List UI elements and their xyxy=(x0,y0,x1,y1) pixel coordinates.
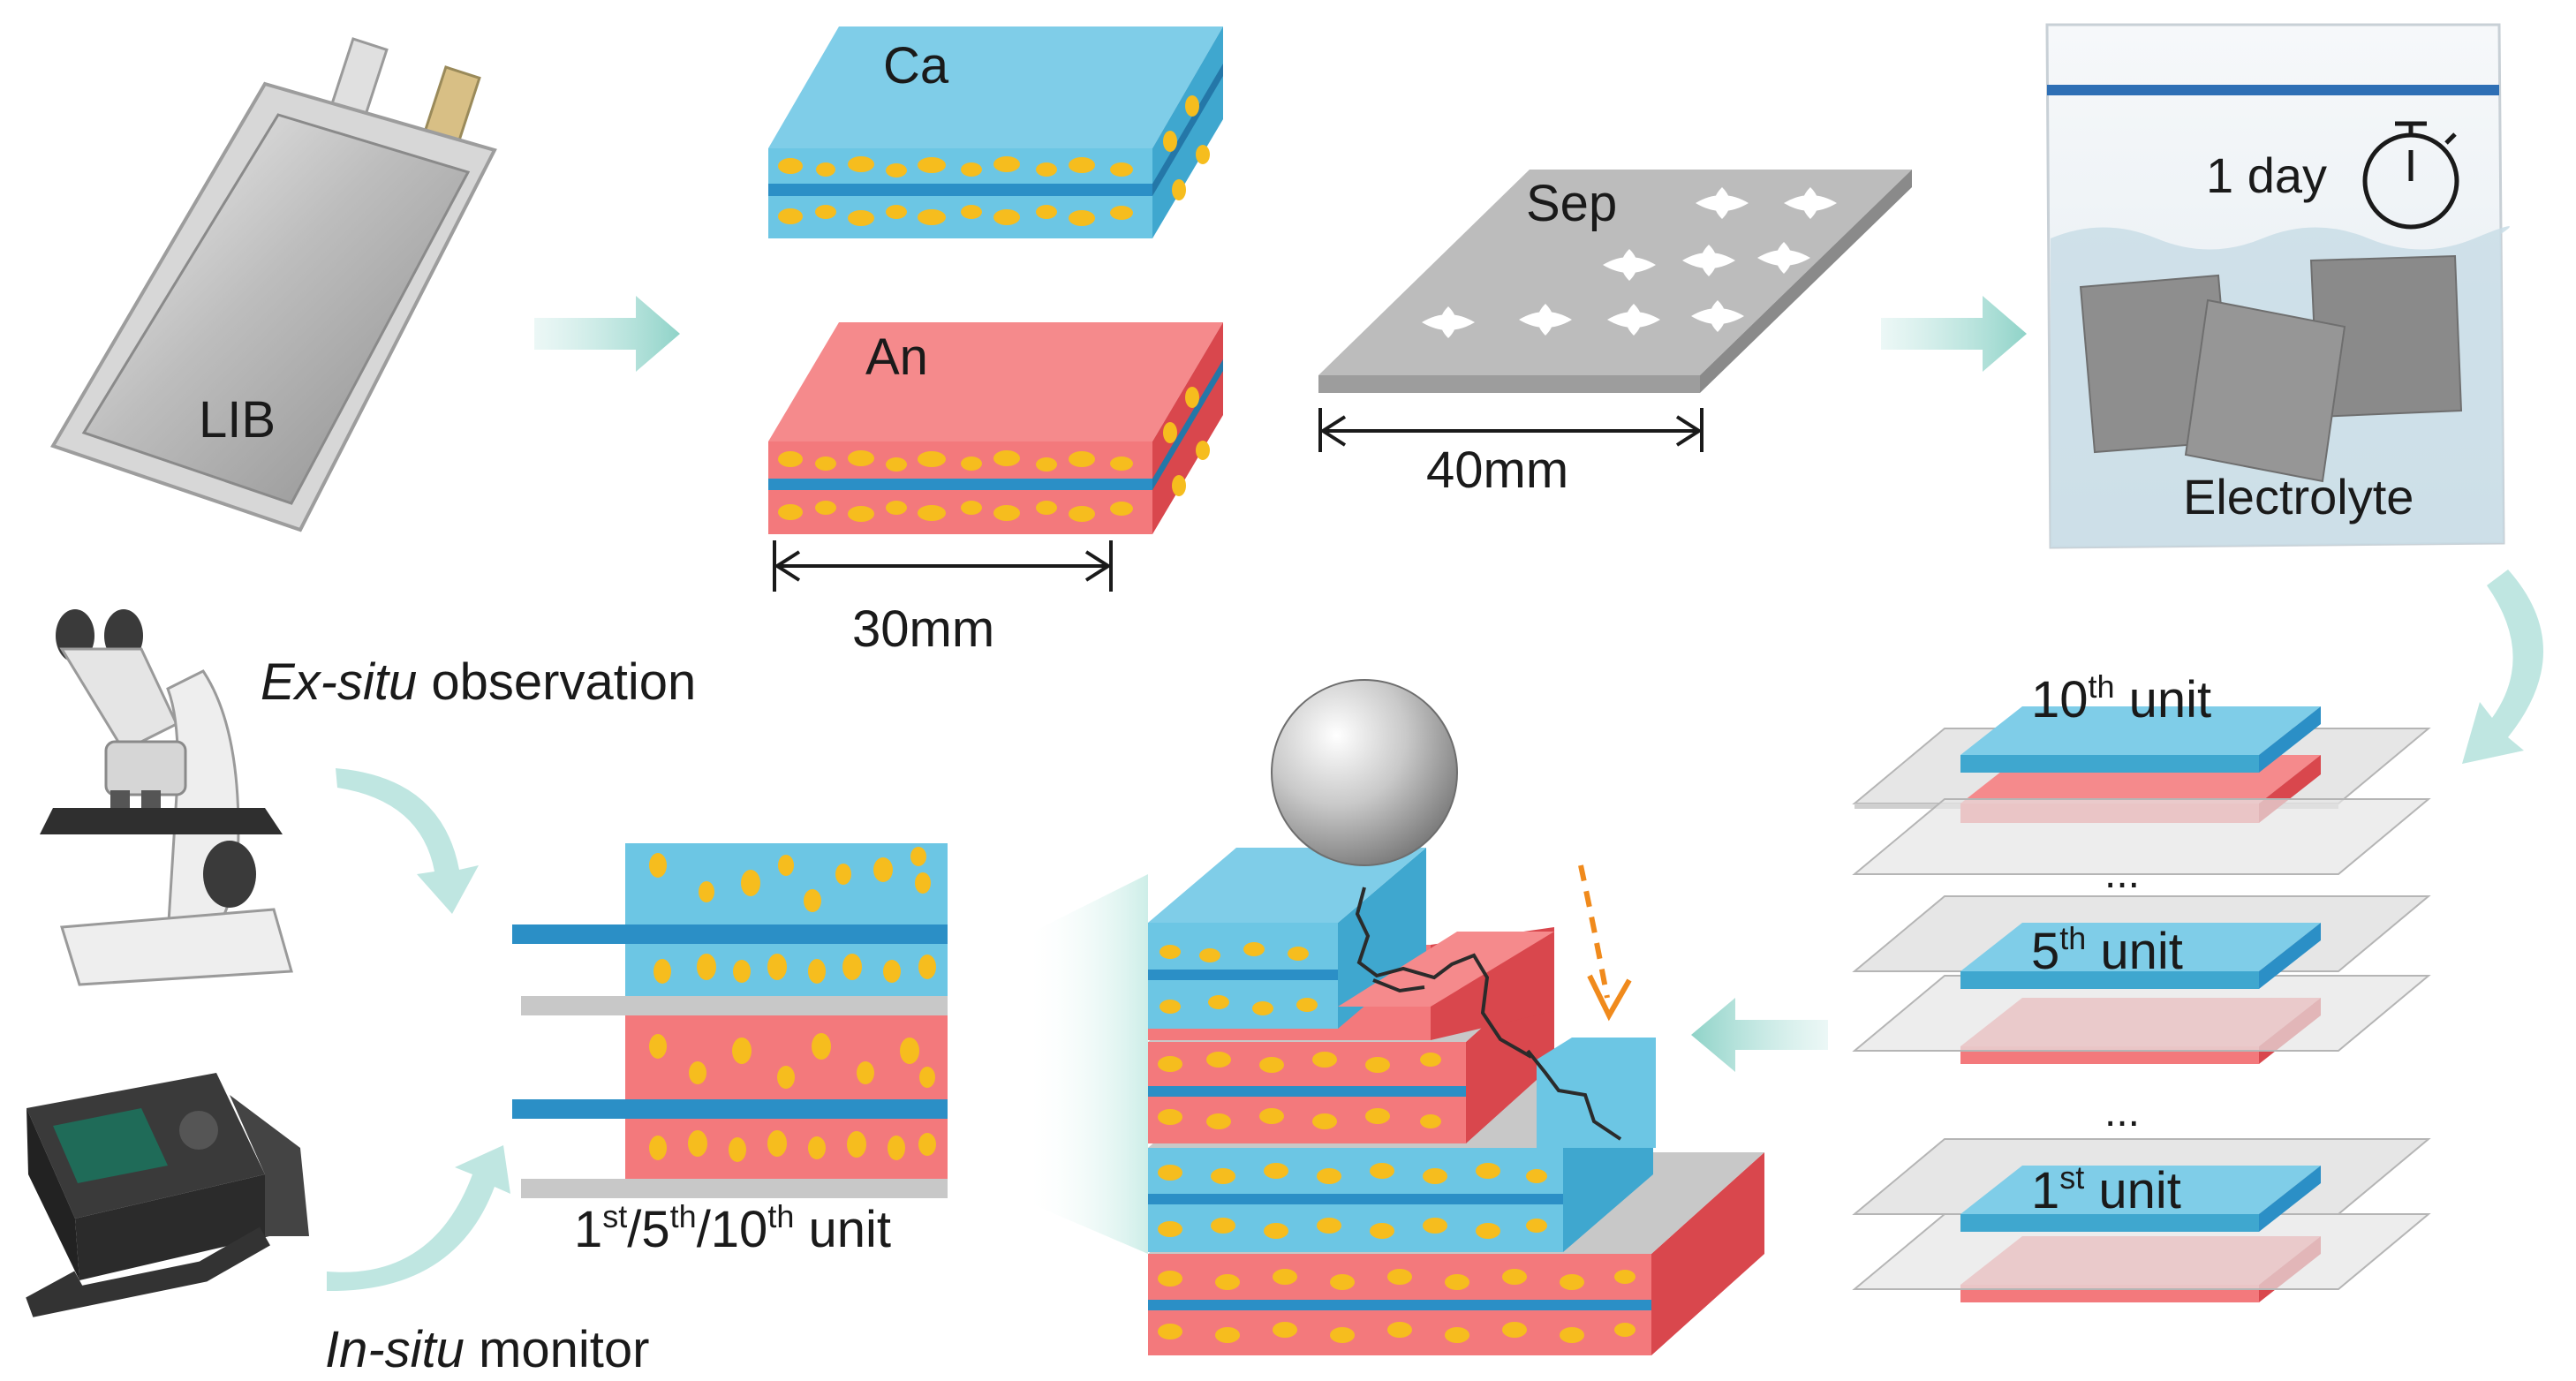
unit-stack-1 xyxy=(1852,1138,2431,1302)
cross-section xyxy=(512,843,948,1198)
dim-40mm-label: 40mm xyxy=(1426,441,1568,499)
zoom-funnel xyxy=(1024,874,1148,1254)
unit1-label: 1st unit xyxy=(2031,1159,2181,1219)
dimension-40mm xyxy=(1318,408,1703,452)
separator-label: Sep xyxy=(1526,175,1617,232)
arrow-5 xyxy=(336,768,479,914)
ellipsis-1: ... xyxy=(2104,850,2140,897)
unit-select-label: 1st/5th/10th unit xyxy=(574,1198,891,1258)
stopwatch-icon xyxy=(2362,121,2459,230)
unit10-label: 10th unit xyxy=(2031,668,2211,728)
arrow-4 xyxy=(1691,998,1828,1072)
cathode-label: Ca xyxy=(883,37,949,94)
insitu-label: In-situ monitor xyxy=(325,1321,649,1378)
unit5-label: 5th unit xyxy=(2031,920,2183,980)
ellipsis-2: ... xyxy=(2104,1089,2140,1136)
drop-arrow xyxy=(1578,864,1632,1022)
soaked-sheets xyxy=(2079,254,2463,483)
exsitu-label: Ex-situ observation xyxy=(261,653,696,711)
multimeter-icon xyxy=(26,1073,309,1317)
anode-label: An xyxy=(865,328,928,386)
arrow-3 xyxy=(2462,570,2543,764)
lib-label: LIB xyxy=(199,391,276,449)
arrow-1 xyxy=(534,296,680,372)
crack-lines xyxy=(1355,887,1622,1141)
unit-stack-10 xyxy=(1852,706,2431,875)
electrolyte-bag xyxy=(2045,23,2510,549)
soak-time-label: 1 day xyxy=(2206,147,2327,203)
steel-ball xyxy=(1271,679,1458,866)
arrow-6 xyxy=(327,1145,510,1292)
arrow-2 xyxy=(1881,296,2027,372)
cathode-block xyxy=(768,26,1223,238)
electrolyte-label: Electrolyte xyxy=(2183,469,2414,524)
dimension-30mm xyxy=(773,540,1113,592)
separator-sheet xyxy=(1318,170,1912,393)
pouch-cell xyxy=(50,37,497,532)
anode-block xyxy=(768,322,1223,534)
microscope-icon xyxy=(40,609,293,986)
dim-30mm-label: 30mm xyxy=(852,600,994,658)
crushed-stack xyxy=(1148,848,1764,1355)
unit-stack-5 xyxy=(1852,895,2431,1064)
separator-pores xyxy=(1422,187,1837,338)
